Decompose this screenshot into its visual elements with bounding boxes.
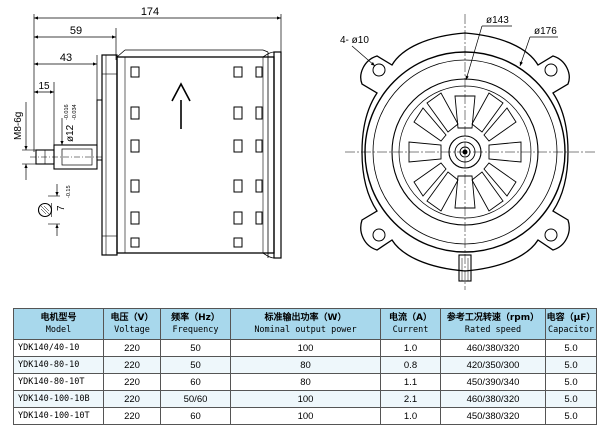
cell-speed: 460/380/320 [440, 339, 546, 357]
cell-frequency: 50 [160, 356, 231, 374]
lead-wire [458, 254, 472, 282]
cell-capacitor: 5.0 [545, 373, 597, 391]
table-row: YDK140-100-10T 220 60 100 1.0 450/380/32… [13, 407, 597, 425]
cell-capacitor: 5.0 [545, 390, 597, 408]
cell-current: 1.0 [380, 339, 441, 357]
dim-key-width: 7 [56, 205, 67, 211]
col-voltage: 电压（V）Voltage [103, 308, 161, 340]
cell-model: YDK140/40-10 [13, 339, 104, 357]
table-row: YDK140-80-10 220 50 80 0.8 420/350/300 5… [13, 356, 597, 374]
cell-power: 100 [230, 407, 381, 425]
cell-voltage: 220 [103, 339, 161, 357]
dim-176: ø176 [534, 26, 557, 37]
cell-speed: 450/380/320 [440, 407, 546, 425]
cell-power: 80 [230, 356, 381, 374]
dim-59: 59 [70, 25, 82, 37]
shaft [30, 144, 104, 170]
cell-capacitor: 5.0 [545, 339, 597, 357]
col-current: 电流（A）Current [380, 308, 441, 340]
table-row: YDK140/40-10 220 50 100 1.0 460/380/320 … [13, 339, 597, 357]
cell-current: 2.1 [380, 390, 441, 408]
cell-model: YDK140-80-10T [13, 373, 104, 391]
cell-power: 100 [230, 390, 381, 408]
cell-speed: 420/350/300 [440, 356, 546, 374]
cell-capacitor: 5.0 [545, 356, 597, 374]
col-output-power: 标准输出功率（W）Nominal output power [230, 308, 381, 340]
cell-frequency: 60 [160, 373, 231, 391]
dim-key-tol: -0.15 [66, 185, 72, 198]
dim-overall-length: 174 [141, 6, 159, 18]
dim-thread: M8-6g [13, 112, 24, 140]
table-row: YDK140-80-10T 220 60 80 1.1 450/390/340 … [13, 373, 597, 391]
cell-current: 1.1 [380, 373, 441, 391]
cell-power: 80 [230, 373, 381, 391]
cell-model: YDK140-80-10 [13, 356, 104, 374]
cell-capacitor: 5.0 [545, 407, 597, 425]
cell-frequency: 60 [160, 407, 231, 425]
col-rated-speed: 参考工况转速（rpm）Rated speed [440, 308, 546, 340]
cell-voltage: 220 [103, 356, 161, 374]
cell-model: YDK140-100-10T [13, 407, 104, 425]
dim-holes: 4- ø10 [340, 35, 369, 46]
left-vent-slots [130, 66, 140, 248]
cell-speed: 450/390/340 [440, 373, 546, 391]
cell-current: 0.8 [380, 356, 441, 374]
dim-143: ø143 [486, 15, 509, 26]
cell-voltage: 220 [103, 390, 161, 408]
shaft-section [37, 184, 60, 236]
dim-15: 15 [38, 81, 50, 92]
cell-speed: 460/380/320 [440, 390, 546, 408]
motor-technical-drawing: 174 59 43 15 M8-6g ø12 -0.016 -0.034 7 -… [13, 6, 595, 290]
dim-shaft-tol-top: -0.016 [64, 104, 70, 120]
cell-model: YDK140-100-10B [13, 390, 104, 408]
dim-shaft-tol-bottom: -0.034 [72, 104, 78, 120]
rotation-arrow-icon [171, 82, 191, 129]
table-row: YDK140-100-10B 220 50/60 100 2.1 460/380… [13, 390, 597, 408]
cell-current: 1.0 [380, 407, 441, 425]
front-view [345, 14, 595, 290]
front-vent-windows [408, 92, 522, 212]
cell-voltage: 220 [103, 407, 161, 425]
side-view [22, 14, 282, 259]
cell-voltage: 220 [103, 373, 161, 391]
right-vent-slots [233, 66, 263, 248]
cell-frequency: 50/60 [160, 390, 231, 408]
col-capacitor: 电容（μF）Capacitor [545, 308, 597, 340]
cell-power: 100 [230, 339, 381, 357]
dim-43: 43 [60, 52, 72, 64]
col-frequency: 频率（Hz）Frequency [160, 308, 231, 340]
mounting-flange [360, 32, 570, 272]
dim-shaft-dia: ø12 [65, 124, 76, 142]
cell-frequency: 50 [160, 339, 231, 357]
mounting-holes [372, 63, 558, 242]
